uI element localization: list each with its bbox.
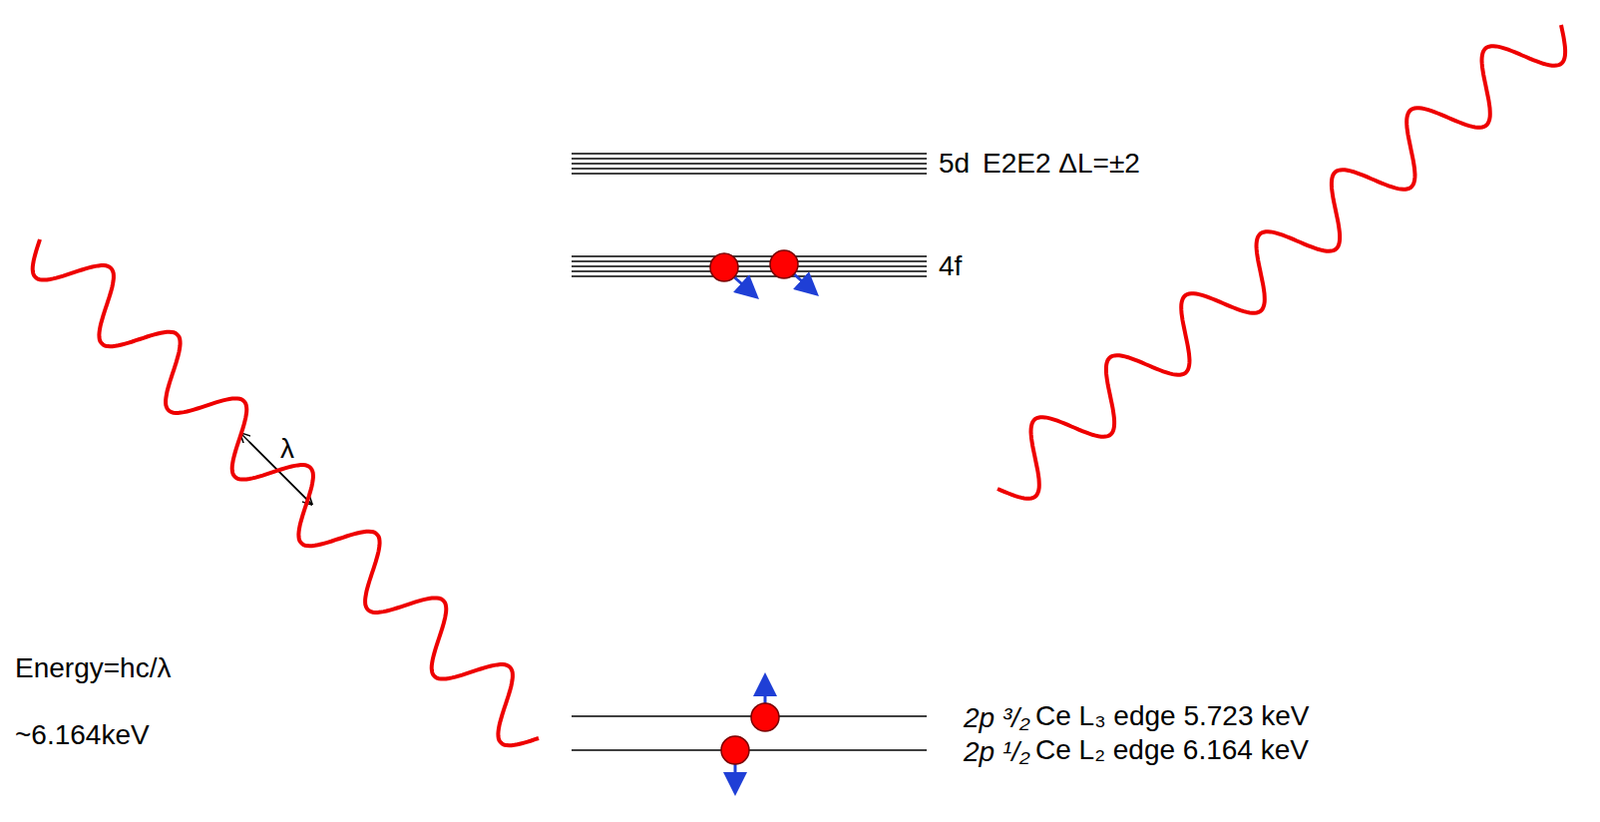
scattered-photon	[997, 24, 1566, 499]
level-4f	[571, 256, 927, 277]
energy-value: ~6.164keV	[14, 720, 150, 752]
edge-label: Ce L₃ edge 5.723 keV	[1035, 701, 1310, 733]
orbital-label: 4f	[938, 251, 962, 283]
orbital-label: 2p ¹/₂	[963, 737, 1031, 769]
energy-formula: Energy=hc/λ	[14, 653, 171, 685]
wavelength-symbol: λ	[280, 433, 295, 465]
electrons	[710, 250, 799, 765]
edge-label: Ce L₂ edge 6.164 keV	[1035, 735, 1309, 767]
transition-label: E2E2 ΔL=±2	[982, 148, 1141, 180]
orbital-label: 2p ³/₂	[963, 703, 1031, 735]
spin-arrows	[732, 272, 810, 785]
level-5d	[571, 153, 927, 174]
wavelength-arrow	[241, 433, 312, 504]
level-2p32	[571, 715, 927, 718]
orbital-label: 5d	[938, 148, 970, 180]
